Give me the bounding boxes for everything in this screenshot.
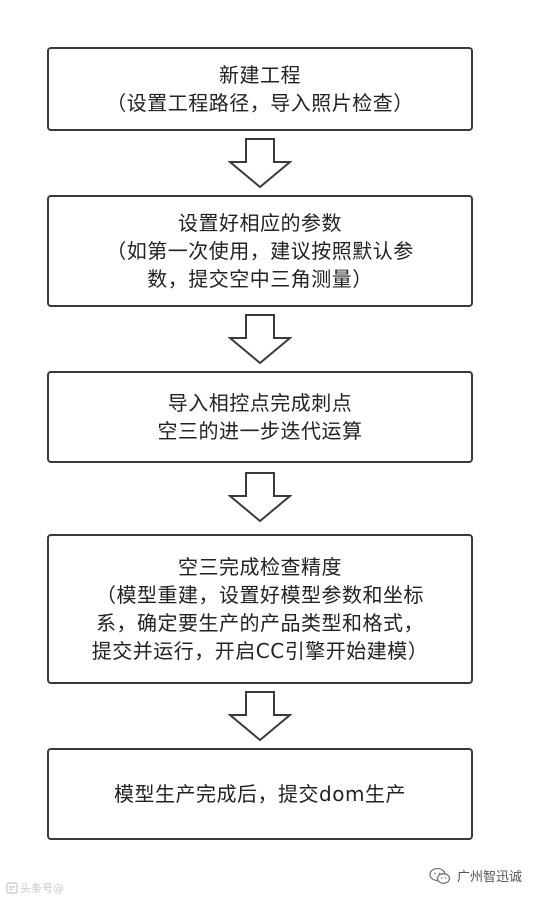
watermark-left-text: 头条号@ [20,882,64,895]
flow-step-4: 空三完成检查精度 （模型重建，设置好模型参数和坐标 系，确定要生产的产品类型和格… [47,534,473,684]
flow-step-5-text: 模型生产完成后，提交dom生产 [74,780,446,808]
flow-step-2-line-1: 设置好相应的参数 [178,211,342,235]
down-arrow-icon [228,314,292,364]
toutiao-logo-icon [6,882,18,894]
flow-step-2-line-2: （如第一次使用，建议按照默认参 [106,239,414,263]
flow-step-1-line-2: （设置工程路径，导入照片检查） [106,91,414,115]
flow-step-3-line-2: 空三的进一步迭代运算 [157,419,363,443]
flow-step-5-line-1: 模型生产完成后，提交dom生产 [114,782,406,806]
flow-step-4-line-4: 提交并运行，开启CC引擎开始建模） [91,639,429,663]
watermark-left: 头条号@ [6,880,64,896]
down-arrow-icon [228,472,292,522]
watermark-right-text: 广州智迅诚 [456,870,522,885]
flow-step-4-line-1: 空三完成检查精度 [178,555,342,579]
flow-step-4-text: 空三完成检查精度 （模型重建，设置好模型参数和坐标 系，确定要生产的产品类型和格… [74,553,446,665]
flow-step-4-line-2: （模型重建，设置好模型参数和坐标 [96,583,424,607]
flow-step-5: 模型生产完成后，提交dom生产 [47,748,473,840]
flow-step-1-text: 新建工程 （设置工程路径，导入照片检查） [74,61,446,117]
flow-step-3-line-1: 导入相控点完成刺点 [167,391,353,415]
wechat-icon [429,867,451,884]
watermark-right: 广州智迅诚 [429,866,522,885]
flow-step-2: 设置好相应的参数 （如第一次使用，建议按照默认参 数，提交空中三角测量） [47,195,473,307]
flow-step-3-text: 导入相控点完成刺点 空三的进一步迭代运算 [74,389,446,445]
flow-step-2-text: 设置好相应的参数 （如第一次使用，建议按照默认参 数，提交空中三角测量） [74,209,446,293]
flow-step-3: 导入相控点完成刺点 空三的进一步迭代运算 [47,371,473,463]
flow-step-4-line-3: 系，确定要生产的产品类型和格式， [96,611,424,635]
flow-step-1-line-1: 新建工程 [219,63,301,87]
down-arrow-icon [228,138,292,188]
flow-step-2-line-3: 数，提交空中三角测量） [147,267,373,291]
flow-step-1: 新建工程 （设置工程路径，导入照片检查） [47,47,473,131]
down-arrow-icon [228,691,292,741]
